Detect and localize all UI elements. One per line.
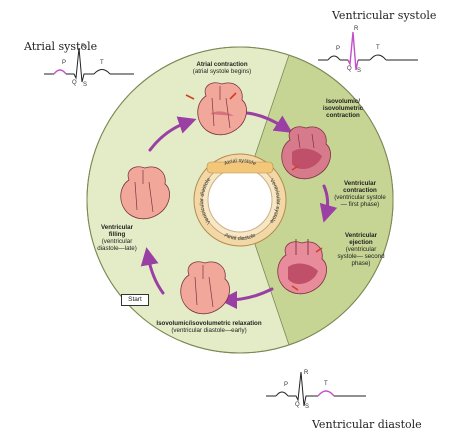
ecg-q-letter: Q xyxy=(347,66,352,72)
heart-isovolumic-contraction xyxy=(281,126,331,180)
ecg-trace-ventricular-systole xyxy=(318,31,418,71)
phase-ventricular-filling: Ventricular filling (ventricular diastol… xyxy=(92,224,142,252)
heart-ventricular-filling xyxy=(120,166,170,220)
phase-subtitle: (atrial systole begins) xyxy=(192,68,252,75)
phase-subtitle: (ventricular diastole—late) xyxy=(97,238,137,252)
ecg-t-letter: T xyxy=(100,60,104,66)
heart-isovolumic-relaxation xyxy=(180,261,230,315)
start-marker: Start xyxy=(121,294,149,306)
heart-atrial-contraction xyxy=(197,82,247,136)
ecg-s-letter: S xyxy=(305,404,310,410)
arrow-to-ejection xyxy=(319,184,338,223)
arrow-to-filling xyxy=(140,247,165,295)
center-hole xyxy=(207,167,273,233)
phase-title: Isovolumic/ isovolumetric contraction xyxy=(322,98,364,119)
phase-atrial-contraction: Atrial contraction (atrial systole begin… xyxy=(174,61,270,75)
heart-ventricular-ejection xyxy=(277,239,327,295)
atrial-systole-band xyxy=(206,161,274,174)
ecg-p-letter: P xyxy=(62,60,67,66)
phase-ventricular-contraction: Ventricular contraction (ventricular sys… xyxy=(334,180,386,208)
phase-subtitle: (ventricular diastole—early) xyxy=(171,327,247,334)
ecg-t-letter: T xyxy=(376,45,380,51)
phase-subtitle: (ventricular systole— first phase) xyxy=(334,194,386,208)
arrow-to-relaxation xyxy=(219,287,274,309)
phase-isovolumic-relaxation: Isovolumic/isovolumetric relaxation (ven… xyxy=(156,320,262,334)
ecg-r-letter: R xyxy=(304,370,309,376)
ring-label-atrial-diastole: Atrial diastole xyxy=(223,233,257,242)
ecg-s-letter: S xyxy=(357,68,362,74)
phase-title: Ventricular filling xyxy=(101,224,133,238)
phase-isovolumic-contraction: Isovolumic/ isovolumetric contraction xyxy=(312,98,374,119)
phase-title: Atrial contraction xyxy=(196,61,248,68)
ecg-atrial-systole: P R Q S T xyxy=(44,44,134,94)
ecg-q-letter: Q xyxy=(72,80,77,86)
phase-title: Ventricular ejection xyxy=(345,232,377,246)
phase-title: Isovolumic/isovolumetric relaxation xyxy=(156,320,262,327)
arrow-to-atrial-contraction xyxy=(148,116,197,152)
ecg-s-letter: S xyxy=(83,82,88,88)
ventricular-systole-label: Ventricular systole xyxy=(332,9,437,22)
ecg-trace-ventricular-diastole xyxy=(266,371,366,407)
ecg-r-letter: R xyxy=(354,26,359,32)
ecg-r-letter: R xyxy=(81,44,86,50)
phase-subtitle: (ventricular systole— second phase) xyxy=(337,246,385,267)
arrow-to-isovolumic-contraction xyxy=(245,111,293,133)
phase-title: Ventricular contraction xyxy=(343,180,377,194)
ventricular-diastole-label: Ventricular diastole xyxy=(312,418,422,431)
ecg-ventricular-diastole: P R Q S T xyxy=(266,370,366,416)
ring-label-atrial-systole: Atrial systole xyxy=(223,158,256,167)
pressure-indicator-arrows xyxy=(185,92,323,291)
ecg-t-letter: T xyxy=(324,381,328,387)
phase-ventricular-ejection: Ventricular ejection (ventricular systol… xyxy=(336,232,386,267)
cycle-arrows xyxy=(140,111,338,309)
ecg-q-letter: Q xyxy=(295,402,300,408)
ecg-ventricular-systole: P R Q S T xyxy=(318,26,418,82)
ecg-p-letter: P xyxy=(284,382,289,388)
ecg-p-letter: P xyxy=(336,46,341,52)
ecg-trace-atrial xyxy=(44,47,134,83)
